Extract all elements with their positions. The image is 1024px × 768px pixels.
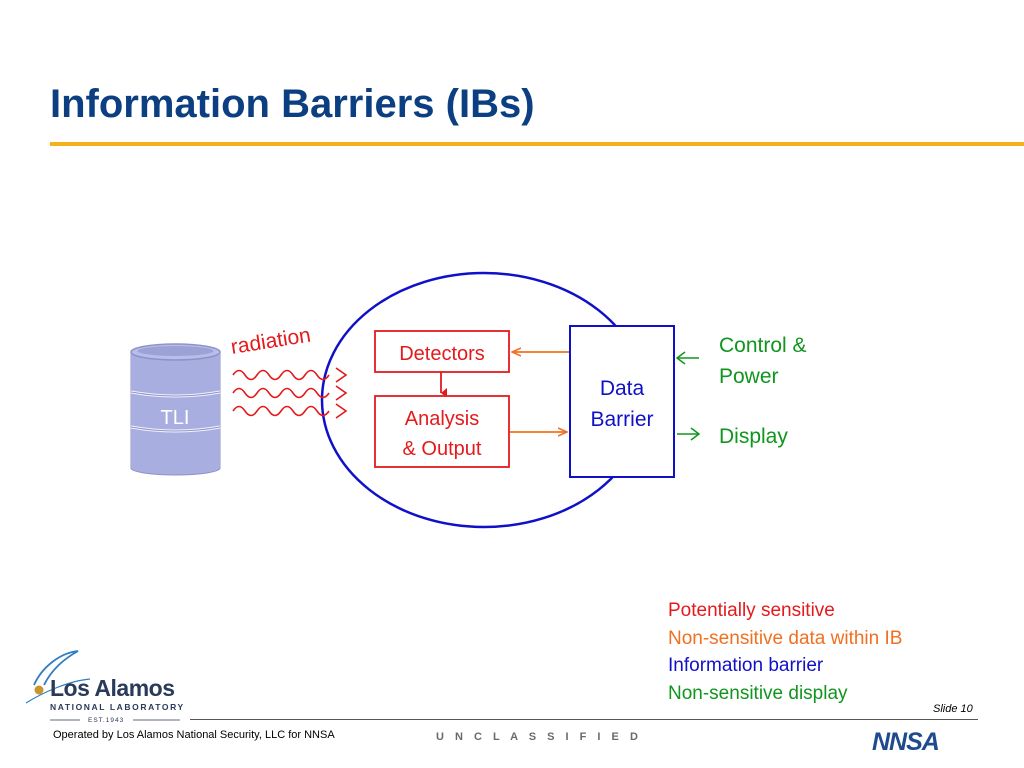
slide-title: Information Barriers (IBs) <box>50 82 535 126</box>
los-alamos-logo: Los Alamos NATIONAL LABORATORY EST.1943 <box>20 645 192 730</box>
radiation-label: radiation <box>229 324 312 359</box>
legend-item-non-sensitive-data: Non-sensitive data within IB <box>668 627 903 649</box>
legend-item-non-sensitive-display: Non-sensitive display <box>668 682 848 704</box>
analysis-output-box <box>374 395 510 468</box>
legend-item-potentially-sensitive: Potentially sensitive <box>668 600 835 621</box>
display-arrow <box>677 427 701 441</box>
tli-label: TLI <box>161 407 190 429</box>
footer-divider <box>190 719 978 720</box>
analysis-label-line1: Analysis <box>405 408 479 430</box>
radiation-waves <box>232 367 348 419</box>
control-power-arrow <box>675 351 699 365</box>
detectors-label: Detectors <box>399 343 485 365</box>
legend-item-information-barrier: Information barrier <box>668 655 824 676</box>
nnsa-logo: NNSA <box>872 728 940 756</box>
classification-marking: U N C L A S S I F I E D <box>436 731 642 743</box>
data-barrier-box <box>569 325 675 478</box>
control-power-label-line1: Control & <box>719 334 807 357</box>
los-alamos-atom-icon <box>25 650 180 721</box>
control-power-label-line2: Power <box>719 365 779 388</box>
slide-number: Slide 10 <box>933 703 973 715</box>
display-label: Display <box>719 425 788 448</box>
los-alamos-wordmark: Los Alamos <box>50 675 175 701</box>
data-barrier-label-line2: Barrier <box>590 408 653 431</box>
operated-by-text: Operated by Los Alamos National Security… <box>53 729 335 741</box>
data-barrier-label-line1: Data <box>600 377 645 400</box>
detectors-box <box>374 330 510 373</box>
tli-drum <box>130 343 221 476</box>
title-underline <box>50 142 1024 146</box>
analysis-label-line2: & Output <box>403 438 482 460</box>
national-laboratory-text: NATIONAL LABORATORY <box>50 702 185 712</box>
color-legend: Potentially sensitive Non-sensitive data… <box>668 597 902 707</box>
est-year-text: EST.1943 <box>88 717 125 724</box>
